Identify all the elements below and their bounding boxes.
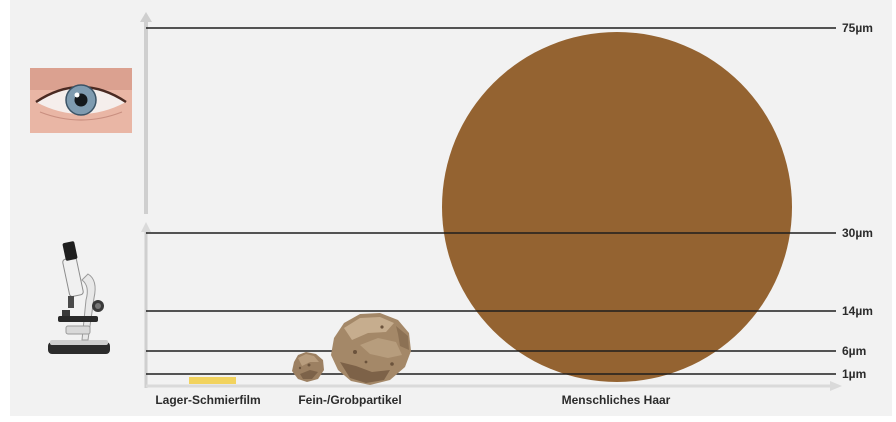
tick-label-6: 6µm [842,344,867,358]
human-hair-circle [442,32,792,382]
tick-label-14: 14µm [842,304,873,318]
fine-particle-rock [292,352,324,382]
vertical-axis-upper [140,12,152,214]
eye-icon [30,68,132,133]
category-label-particles: Fein-/Grobpartikel [298,393,402,407]
microscope-icon [44,240,114,356]
horizontal-axis [146,381,842,391]
vertical-axis-lower [141,222,151,388]
coarse-particle-rock [331,313,411,385]
category-label-bearing-film: Lager-Schmierfilm [155,393,261,407]
tick-label-1: 1µm [842,367,867,381]
tick-label-30: 30µm [842,226,873,240]
tick-label-75: 75µm [842,21,873,35]
category-label-human-hair: Menschliches Haar [561,393,671,407]
bearing-lubricant-film-bar [189,377,236,384]
